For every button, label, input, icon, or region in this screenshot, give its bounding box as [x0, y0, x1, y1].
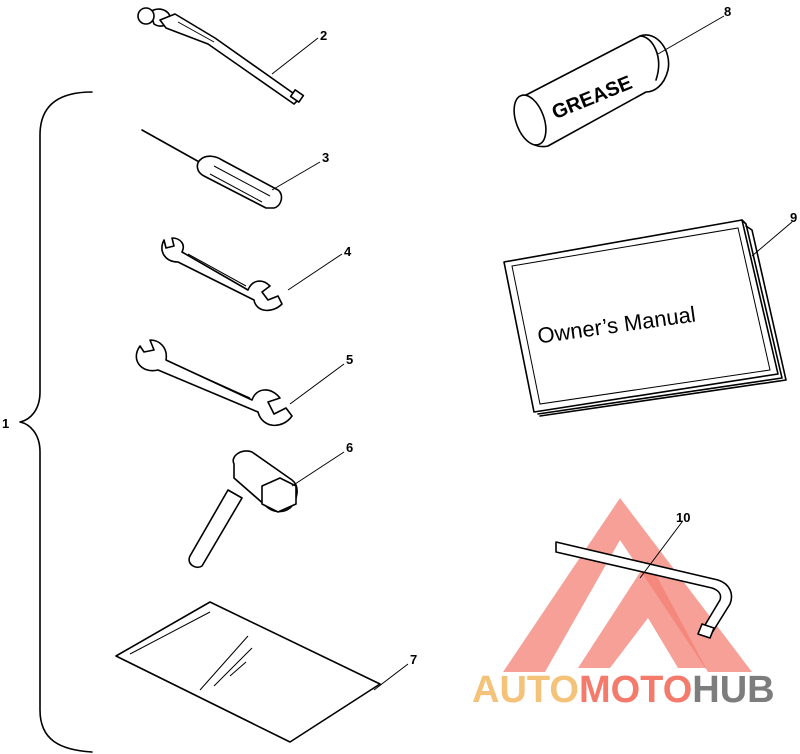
leader-lines [271, 15, 793, 691]
callout-8: 8 [724, 4, 731, 19]
leader-7 [373, 663, 409, 691]
callout-2: 2 [320, 28, 327, 43]
logo-inner-triangle [578, 560, 706, 668]
leader-5 [289, 363, 345, 405]
callout-7: 7 [410, 652, 417, 667]
callout-6: 6 [346, 440, 353, 455]
leader-9 [751, 221, 793, 257]
callout-10: 10 [676, 510, 690, 525]
leader-6 [291, 451, 345, 487]
leader-3 [271, 161, 321, 191]
group-brace [19, 91, 93, 753]
wrench-large [135, 339, 293, 427]
callout-numbers: 1 2 3 4 5 6 7 8 9 10 [2, 4, 797, 667]
wrench-small [161, 237, 283, 312]
leader-2 [271, 37, 319, 75]
watermark-auto: AUTO [472, 669, 579, 711]
watermark-wordmark: AUTOMOTOHUB [472, 670, 800, 710]
leader-10 [639, 521, 683, 579]
hex-key [555, 541, 733, 639]
watermark-logo [503, 498, 752, 672]
tire-gauge [137, 7, 305, 105]
plastic-bag [115, 601, 381, 743]
watermark-hub: HUB [692, 669, 775, 711]
owners-manual: Owner’s Manual [503, 219, 787, 417]
screwdriver [141, 129, 283, 209]
logo-outer-triangle [503, 498, 752, 672]
callout-5: 5 [346, 352, 353, 367]
spark-plug-wrench [188, 450, 298, 569]
grease-tube: GREASE [513, 34, 670, 148]
callout-9: 9 [790, 210, 797, 225]
watermark-moto: MOTO [578, 669, 693, 711]
leader-8 [657, 15, 725, 55]
callout-3: 3 [322, 150, 329, 165]
callout-1: 1 [2, 416, 9, 431]
callout-4: 4 [344, 244, 352, 259]
leader-4 [287, 253, 343, 291]
